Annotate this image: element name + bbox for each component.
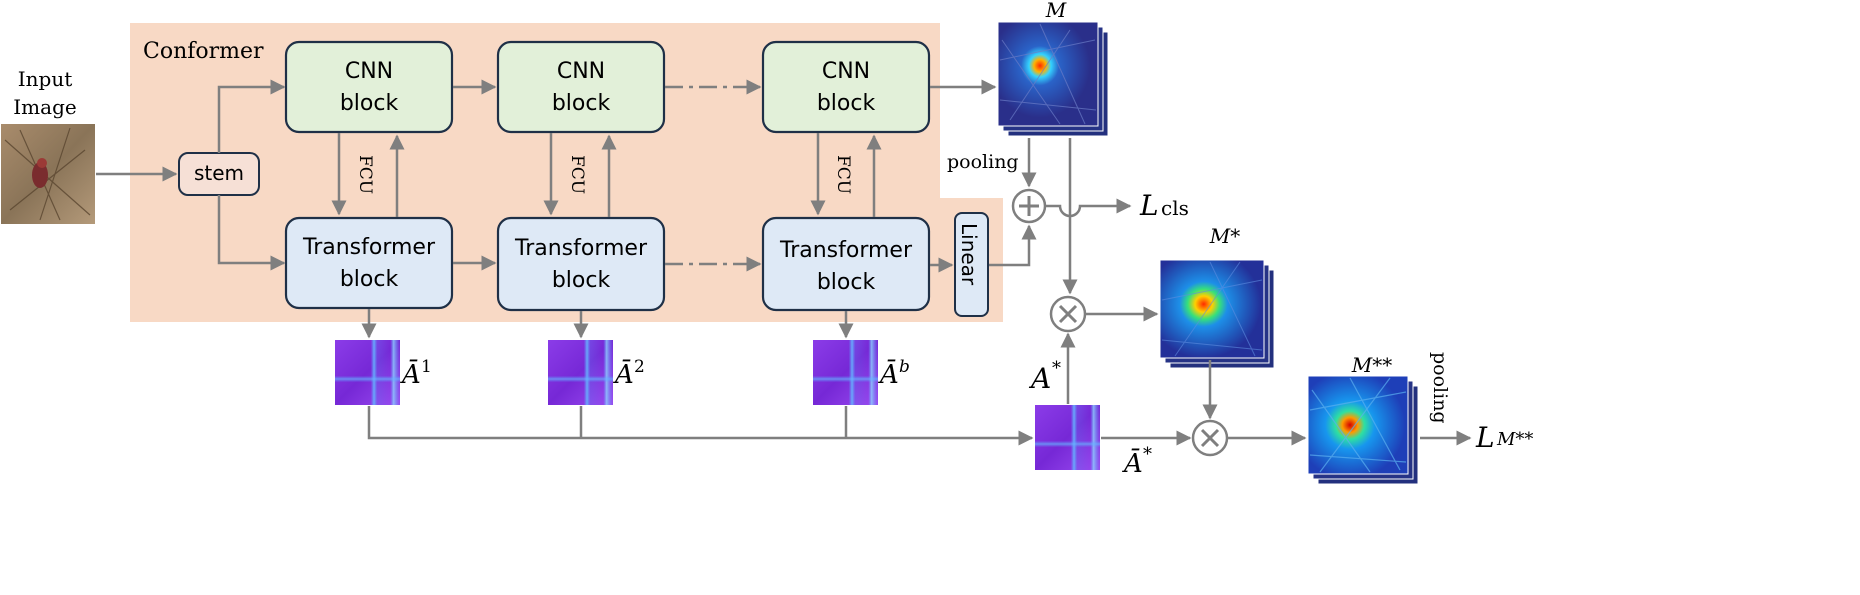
- input-label-line1: Input: [18, 67, 73, 91]
- linear-label: Linear: [957, 223, 981, 286]
- fcu-label-2: FCU: [567, 155, 587, 194]
- attention-map-2: [548, 340, 613, 405]
- pooling-label-1: pooling: [947, 151, 1019, 173]
- cnn-block-2: [496, 40, 666, 134]
- a-bar-star-base: Ā: [1122, 448, 1143, 479]
- cnn-block-3-label-1: CNN: [822, 59, 870, 84]
- l-cls-sub: cls: [1161, 196, 1189, 220]
- m-star-star-label: M**: [1351, 353, 1392, 377]
- linear-box: [954, 212, 989, 317]
- attention-map-b: [813, 340, 878, 405]
- multiply-operator-2: [1191, 419, 1229, 457]
- fcu-label-1: FCU: [355, 155, 375, 194]
- transformer-block-3-label-2: block: [817, 270, 876, 295]
- cnn-block-1: [284, 40, 454, 134]
- a-star-sup: *: [1052, 358, 1061, 379]
- attention-map-1: [335, 340, 400, 405]
- a-star-base: A: [1028, 362, 1051, 395]
- input-image: [1, 124, 95, 224]
- stem-label: stem: [194, 161, 244, 185]
- transformer-block-1-label-1: Transformer: [302, 235, 436, 260]
- transformer-block-1-label-2: block: [340, 267, 399, 292]
- pooling-label-2: pooling: [1429, 352, 1451, 424]
- attention-label-2-sup: 2: [634, 357, 645, 377]
- attention-label-2-base: Ā: [613, 359, 634, 390]
- heatmap-m-star: [1159, 259, 1275, 369]
- attention-label-1-base: Ā: [400, 359, 421, 390]
- cnn-block-2-label-1: CNN: [557, 59, 605, 84]
- a-bar-star-sup: *: [1143, 444, 1152, 465]
- cnn-block-3: [761, 40, 931, 134]
- transformer-block-1: [284, 216, 454, 310]
- conformer-label: Conformer: [143, 39, 264, 64]
- transformer-block-2-label-2: block: [552, 268, 611, 293]
- attention-map-a-star: [1035, 405, 1100, 470]
- l-cls-base: L: [1139, 189, 1159, 222]
- heatmap-m-star-star: [1307, 375, 1419, 485]
- cnn-block-1-label-1: CNN: [345, 59, 393, 84]
- l-m-base: L: [1475, 421, 1495, 454]
- attention-label-1-sup: 1: [421, 357, 432, 377]
- add-operator: [1011, 188, 1047, 224]
- cnn-block-2-label-2: block: [552, 91, 611, 116]
- attention-label-b-sup: b: [899, 357, 910, 377]
- multiply-operator-1: [1049, 295, 1087, 333]
- attention-label-b-base: Ā: [878, 359, 899, 390]
- transformer-block-2-label-1: Transformer: [514, 236, 648, 261]
- m-label: M: [1045, 0, 1067, 22]
- m-star-label: M*: [1209, 224, 1240, 248]
- transformer-block-3: [761, 216, 931, 312]
- cnn-block-1-label-2: block: [340, 91, 399, 116]
- transformer-block-2: [496, 216, 666, 312]
- fcu-label-3: FCU: [833, 155, 853, 194]
- transformer-block-3-label-1: Transformer: [779, 238, 913, 263]
- cnn-block-3-label-2: block: [817, 91, 876, 116]
- heatmap-m: [997, 21, 1109, 137]
- l-m-sub: M**: [1496, 429, 1533, 450]
- input-label-line2: Image: [13, 95, 76, 119]
